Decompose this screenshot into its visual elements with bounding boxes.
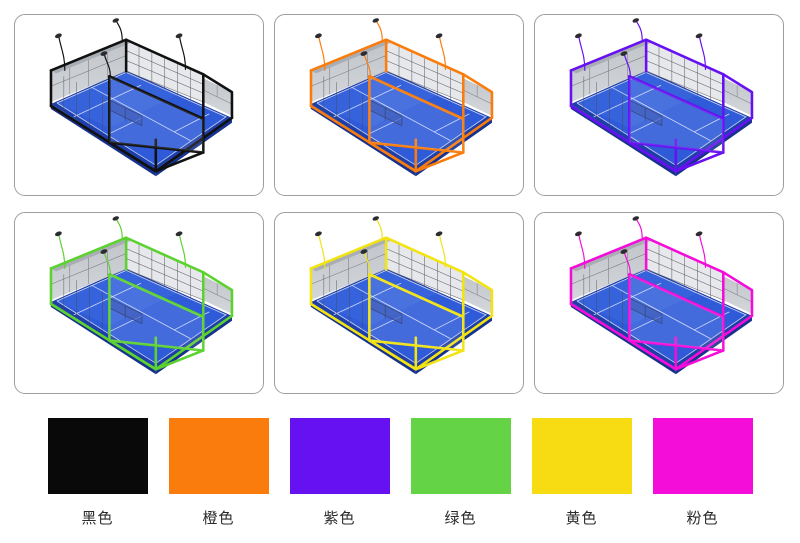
color-chip-pink[interactable] (652, 418, 753, 494)
color-chip-green[interactable] (410, 418, 511, 494)
swatch-cell-4[interactable]: 黄色 (531, 418, 632, 527)
court-card-2[interactable] (534, 14, 784, 196)
color-chip-label-black: 黑色 (81, 510, 114, 527)
swatch-cell-3[interactable]: 绿色 (410, 418, 511, 527)
color-chip-yellow[interactable] (531, 418, 632, 494)
court-card-0[interactable] (14, 14, 264, 196)
color-chip-label-orange: 橙色 (202, 510, 235, 527)
color-swatch-row: 黑色 橙色 紫色 绿色 黄色 粉色 (0, 418, 800, 526)
court-render-3 (15, 213, 263, 393)
court-render-0 (15, 15, 263, 195)
color-chip-label-yellow: 黄色 (565, 510, 598, 527)
swatch-cell-1[interactable]: 橙色 (168, 418, 269, 527)
court-render-1 (275, 15, 523, 195)
color-chip-label-pink: 粉色 (686, 510, 719, 527)
color-chip-label-purple: 紫色 (323, 510, 356, 527)
color-chip-label-green: 绿色 (444, 510, 477, 527)
court-render-5 (535, 213, 783, 393)
court-card-1[interactable] (274, 14, 524, 196)
court-render-4 (275, 213, 523, 393)
color-chip-black[interactable] (47, 418, 148, 494)
swatch-cell-2[interactable]: 紫色 (289, 418, 390, 527)
court-render-2 (535, 15, 783, 195)
court-card-4[interactable] (274, 212, 524, 394)
padel-court-gallery (14, 14, 786, 394)
court-card-3[interactable] (14, 212, 264, 394)
court-card-5[interactable] (534, 212, 784, 394)
swatch-cell-5[interactable]: 粉色 (652, 418, 753, 527)
swatch-cell-0[interactable]: 黑色 (47, 418, 148, 527)
color-chip-purple[interactable] (289, 418, 390, 494)
color-chip-orange[interactable] (168, 418, 269, 494)
